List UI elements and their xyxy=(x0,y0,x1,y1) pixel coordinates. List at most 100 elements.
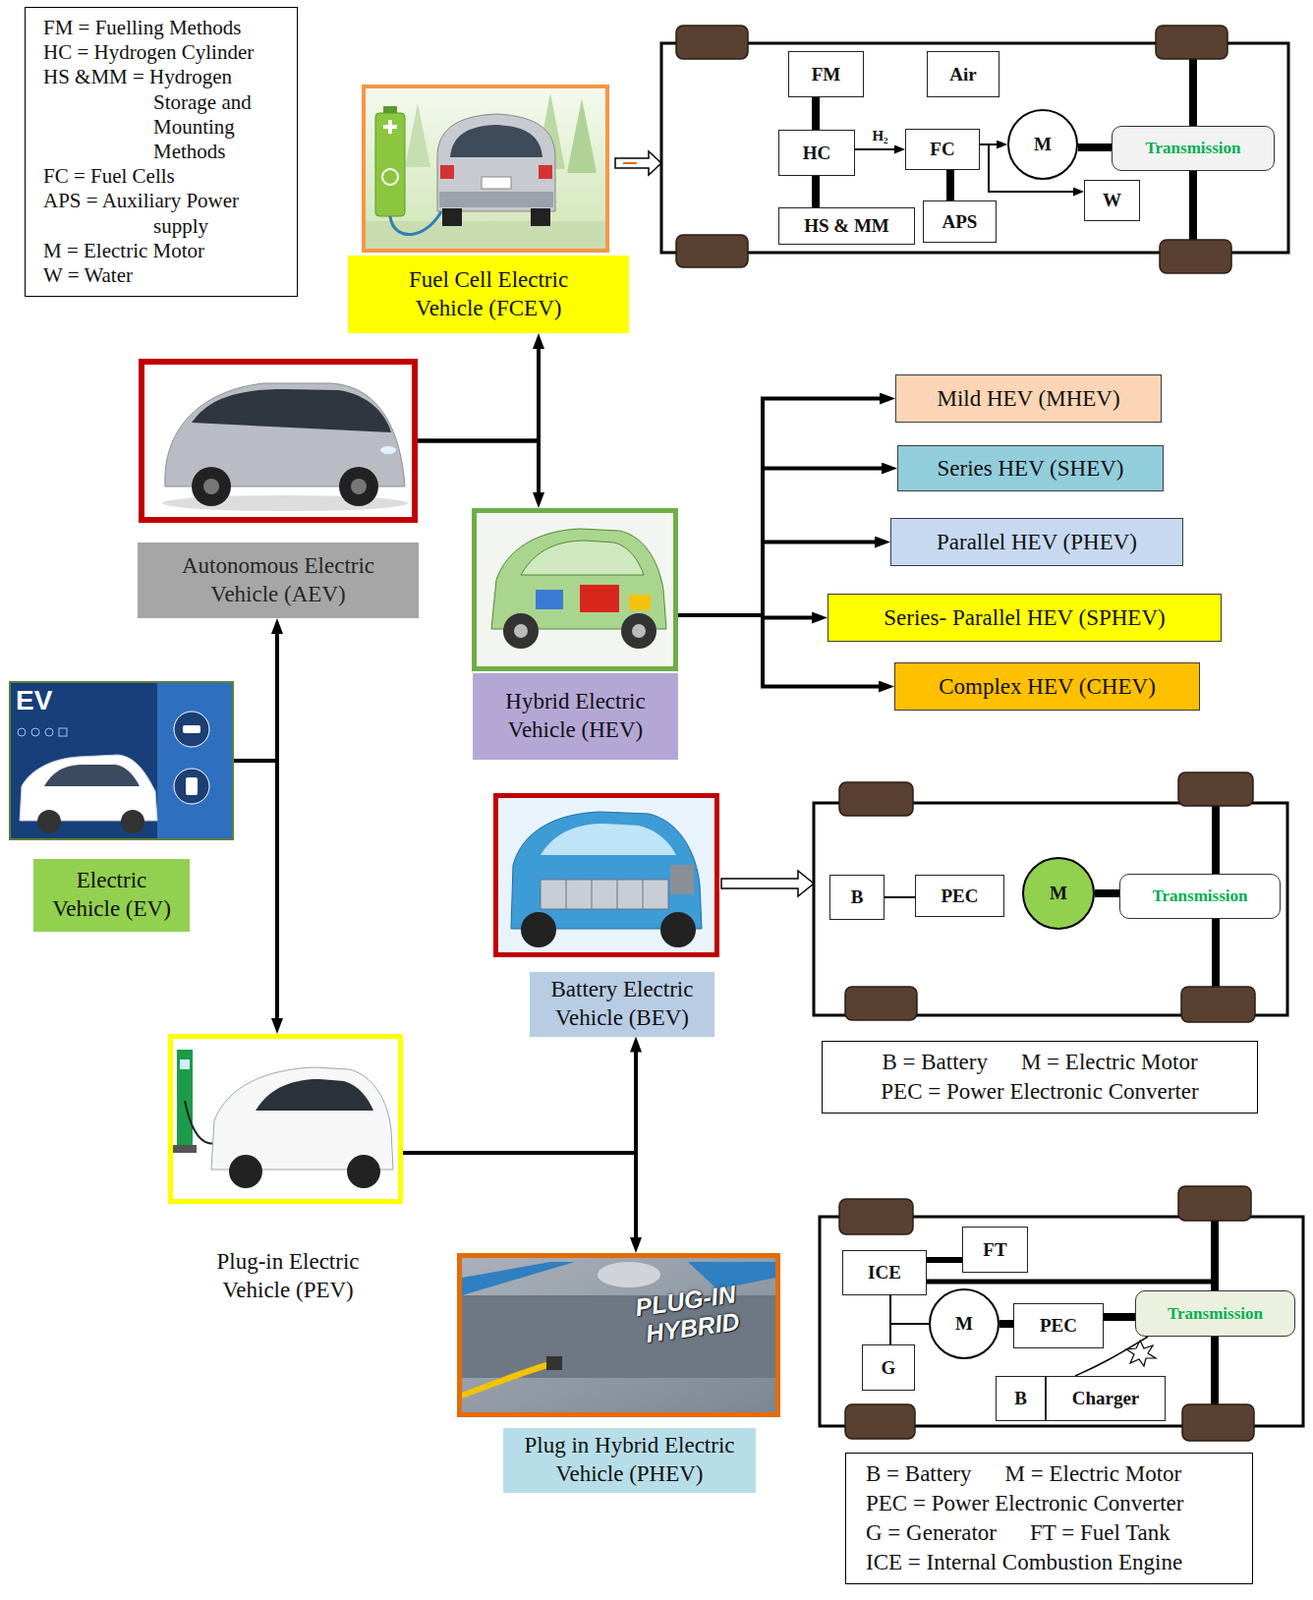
node-text: Battery Electric Vehicle (BEV) xyxy=(536,975,709,1033)
bev-chassis xyxy=(813,772,1288,1023)
aev-picture xyxy=(144,364,412,517)
node-text: Electric Vehicle (EV) xyxy=(43,866,181,924)
hev-picture xyxy=(520,540,644,575)
vehicle-frame: Hybrid Electric Vehicle (HEV) xyxy=(471,508,679,672)
connector xyxy=(890,1295,929,1324)
hollow-arrow xyxy=(615,151,662,175)
node-text: M = Electric Motor xyxy=(1005,1459,1183,1489)
ev-picture xyxy=(17,728,26,737)
hev-type-box: Mild HEV (MHEV) xyxy=(895,374,1162,423)
transmission-box: Transmission xyxy=(1135,1290,1296,1337)
node-text: Plug-in Electric Vehicle (PEV) xyxy=(187,1248,390,1306)
node-text: HS & MM xyxy=(803,215,890,237)
label-plate: Plug-in Electric Vehicle (PEV) xyxy=(179,1244,397,1310)
connector xyxy=(946,170,955,201)
fcev-picture xyxy=(538,165,553,179)
node-text: Complex HEV (CHEV) xyxy=(938,674,1156,700)
node-text: PEC xyxy=(1039,1314,1078,1337)
hollow-arrow xyxy=(721,870,814,897)
aev-picture xyxy=(339,466,379,507)
bev-picture xyxy=(540,879,669,910)
fcev-picture xyxy=(567,98,597,173)
fcev-picture xyxy=(404,103,431,168)
fcev-picture xyxy=(365,88,606,249)
fcev-chassis xyxy=(661,25,1289,274)
ev-picture xyxy=(173,768,210,804)
phev-picture xyxy=(461,1364,551,1396)
fcev-picture xyxy=(437,114,556,212)
ev-picture xyxy=(182,725,201,734)
label-plate: Hybrid Electric Vehicle (HEV) xyxy=(472,673,679,760)
fcev-chassis xyxy=(676,25,748,59)
ev-picture xyxy=(157,683,232,839)
aev-picture xyxy=(191,389,392,433)
node-text: M = Electric Motor xyxy=(1021,1047,1199,1078)
pev-picture xyxy=(255,1079,374,1111)
phev-chassis xyxy=(839,1198,914,1235)
bev-chassis xyxy=(839,782,914,816)
pev-picture xyxy=(211,1067,394,1170)
transmission-box: Transmission xyxy=(1119,873,1281,919)
node-text: B = Battery xyxy=(881,1047,988,1078)
aev-picture xyxy=(380,446,397,455)
node-text: Hybrid Electric Vehicle (HEV) xyxy=(482,687,670,745)
node-text: B xyxy=(851,886,864,909)
vehicle-frame: Autonomous Electric Vehicle (AEV) xyxy=(138,358,418,523)
hev-picture xyxy=(513,624,528,638)
bev-chassis xyxy=(1181,986,1256,1023)
process-box: W xyxy=(1084,179,1141,222)
process-box: FM xyxy=(788,51,864,98)
connector xyxy=(855,148,902,151)
phev-picture xyxy=(597,1261,661,1288)
ev-picture xyxy=(173,711,210,747)
node-text: B = Battery xyxy=(865,1459,972,1489)
process-box: PEC xyxy=(1013,1303,1104,1349)
fcev-picture xyxy=(439,191,554,208)
fcev-picture xyxy=(382,169,399,185)
pev-picture xyxy=(346,1154,381,1189)
ev-picture xyxy=(31,728,40,737)
ev-picture xyxy=(10,683,232,839)
picture-text: EV xyxy=(15,685,53,717)
pev-picture xyxy=(228,1154,263,1189)
abbreviation-key: FM = Fuelling MethodsHC = Hydrogen Cylin… xyxy=(24,6,298,297)
ev-picture xyxy=(37,809,61,834)
process-box: B xyxy=(995,1375,1046,1422)
bev-picture xyxy=(511,811,702,929)
phev-chassis xyxy=(819,1186,1304,1441)
node-text: Autonomous Electric Vehicle (AEV) xyxy=(165,552,392,610)
node-text: PEC = Power Electronic Converter xyxy=(865,1488,1184,1519)
node-text: FT = Fuel Tank xyxy=(1029,1518,1171,1548)
node-text: Parallel HEV (PHEV) xyxy=(936,529,1138,556)
node-text: M xyxy=(1049,882,1068,905)
node-text: FC = Fuel Cells xyxy=(43,164,287,189)
bev-picture xyxy=(540,823,677,856)
car-lettering: PLUG-IN HYBRID xyxy=(587,1280,742,1355)
hev-type-box: Parallel HEV (PHEV) xyxy=(890,517,1184,567)
motor-circle: M xyxy=(1022,856,1095,930)
node-text: APS xyxy=(942,211,978,233)
connector xyxy=(1094,889,1120,898)
bev-picture xyxy=(591,879,593,910)
label-plate: Fuel Cell Electric Vehicle (FCEV) xyxy=(347,255,629,334)
hev-picture xyxy=(628,594,651,611)
phev-chassis xyxy=(1126,1340,1156,1367)
node-text: Air xyxy=(949,63,976,86)
hev-type-box: Series HEV (SHEV) xyxy=(897,445,1164,492)
connector xyxy=(402,1042,636,1154)
connector xyxy=(678,399,890,617)
node-text: Transmission xyxy=(1152,886,1249,907)
process-box: ICE xyxy=(842,1250,927,1296)
hollow-arrow xyxy=(623,162,637,165)
aev-picture xyxy=(203,478,220,495)
node-text: M xyxy=(955,1313,973,1335)
vehicle-frame: Fuel Cell Electric Vehicle (FCEV) xyxy=(361,84,610,253)
bev-chassis xyxy=(845,986,917,1021)
phev-chassis xyxy=(845,1404,915,1439)
node-text: W xyxy=(1102,189,1122,212)
connector xyxy=(233,624,278,761)
hollow-arrow xyxy=(615,151,662,175)
node-text: M xyxy=(1033,133,1052,156)
bev-picture xyxy=(520,912,557,948)
